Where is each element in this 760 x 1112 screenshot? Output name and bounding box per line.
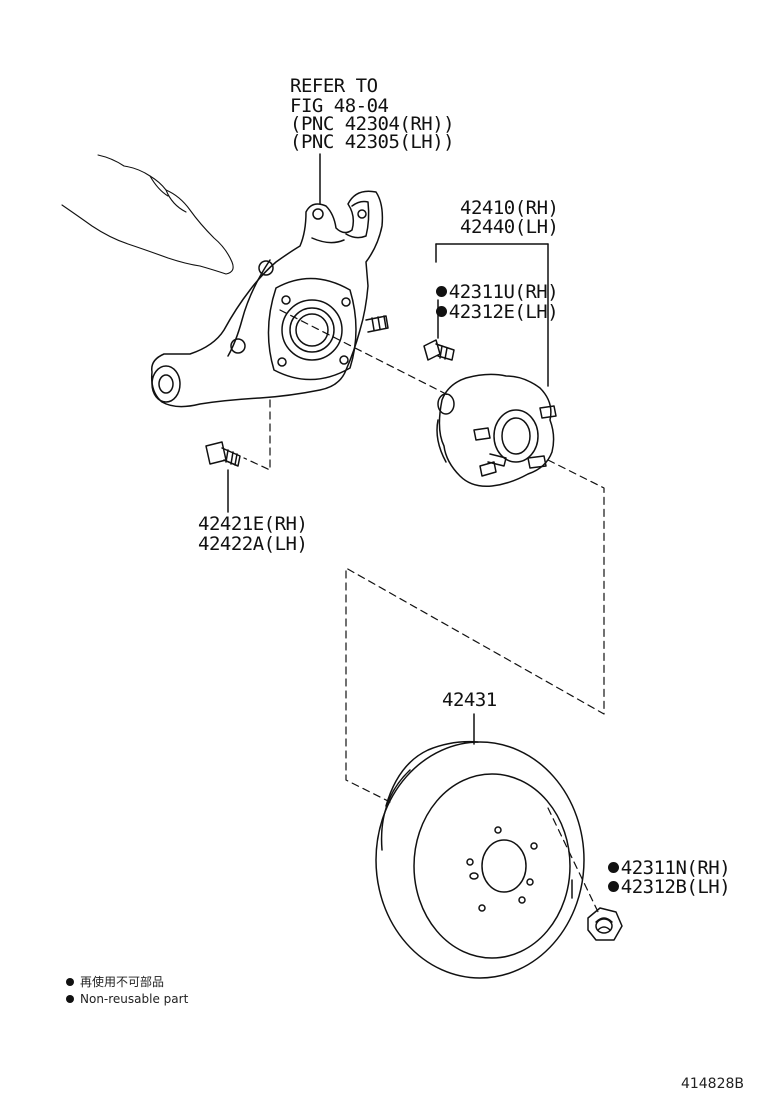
part-number-hub-bolt-rh[interactable]: 42311U(RH) (392, 262, 559, 322)
refer-line-4: (PNC 42305(LH)) (290, 131, 455, 153)
hub-bearing (436, 373, 557, 488)
part-number-knuckle-bolt-lh[interactable]: 42422A(LH) (198, 533, 308, 555)
legend-en-text: Non-reusable part (80, 992, 189, 1006)
hub-nut (571, 879, 623, 941)
hub-leader-lines (435, 243, 549, 387)
part-number-knuckle-bolt-rh[interactable]: 42421E(RH) (198, 513, 308, 535)
phantom-arm (61, 154, 234, 275)
part-number-hub-nut-lh[interactable]: 42312B(LH) (564, 857, 731, 917)
hub-bolt-lh-label: 42312E(LH) (448, 301, 559, 323)
part-number-hub-lh[interactable]: 42440(LH) (460, 216, 559, 238)
hub-nut-rh-label: 42311N(RH) (620, 857, 731, 879)
part-number-disc[interactable]: 42431 (442, 689, 497, 711)
part-number-hub-rh[interactable]: 42410(RH) (460, 197, 559, 219)
part-number-hub-nut-rh[interactable]: 42311N(RH) (564, 838, 731, 898)
legend-jp-text: 再使用不可部品 (80, 975, 165, 989)
refer-line-3: (PNC 42304(RH)) (290, 113, 455, 135)
legend-en: Non-reusable part (66, 992, 188, 1006)
hub-bolt-rh-label: 42311U(RH) (448, 281, 559, 303)
part-number-hub-bolt-lh[interactable]: 42312E(LH) (392, 282, 559, 342)
refer-line-2: FIG 48-04 (290, 95, 389, 117)
legend-dot-icon (66, 978, 74, 986)
refer-line-1: REFER TO (290, 75, 378, 97)
non-reusable-dot-icon (607, 862, 619, 873)
dashed-alignment-lines (243, 309, 605, 917)
hub-nut-lh-label: 42312B(LH) (620, 876, 731, 898)
legend-jp: 再使用不可部品 (66, 975, 164, 989)
non-reusable-dot-icon (435, 306, 447, 317)
brake-disc (375, 713, 585, 979)
diagram-id: 414828B (680, 1076, 744, 1092)
non-reusable-dot-icon (435, 286, 447, 297)
non-reusable-dot-icon (607, 881, 619, 892)
knuckle-bolt (205, 441, 241, 513)
legend-dot-icon (66, 995, 74, 1003)
steering-knuckle (150, 190, 389, 408)
